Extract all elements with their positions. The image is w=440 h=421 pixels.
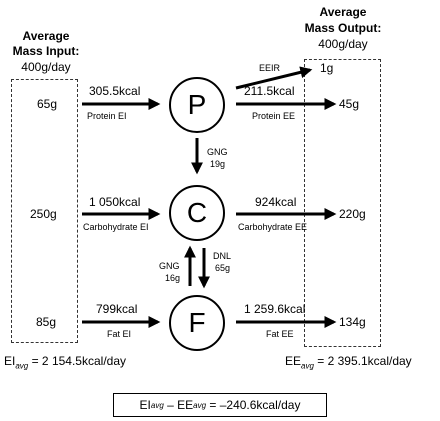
- fat-output-mass: 134g: [339, 315, 366, 329]
- carbohydrate-node: C: [169, 185, 225, 241]
- eeir-label: EEIR: [259, 63, 281, 73]
- fat-input-mass: 85g: [36, 315, 57, 329]
- output-amount: 400g/day: [318, 37, 368, 51]
- dnl-label: DNL: [213, 251, 232, 261]
- output-dashed-box: [304, 59, 381, 347]
- protein-node: P: [169, 77, 225, 133]
- carb-ee-label: Carbohydrate EE: [238, 222, 308, 232]
- eeir-output-mass: 1g: [320, 61, 334, 75]
- gng-p-to-c-value: 19g: [210, 159, 226, 169]
- ei-average-total: EIavg = 2 154.5kcal/day: [4, 354, 126, 371]
- protein-ei-label: Protein EI: [87, 111, 127, 121]
- gng-p-to-c-label: GNG: [207, 147, 228, 157]
- carb-ei-label: Carbohydrate EI: [83, 222, 149, 232]
- gng-f-to-c-label: GNG: [159, 261, 180, 271]
- fat-node: F: [169, 295, 225, 351]
- output-heading-line1: Average: [319, 5, 367, 19]
- input-heading-line1: Average: [22, 29, 70, 43]
- output-heading-line2: Mass Output:: [304, 21, 382, 35]
- gng-f-to-c-value: 16g: [165, 273, 181, 283]
- protein-ei-kcal: 305.5kcal: [89, 84, 141, 98]
- input-heading-line2: Mass Input:: [12, 44, 80, 58]
- protein-output-mass: 45g: [339, 97, 360, 111]
- ee-average-total: EEavg = 2 395.1kcal/day: [285, 354, 412, 371]
- input-dashed-box: [11, 79, 78, 343]
- input-amount: 400g/day: [21, 60, 71, 74]
- protein-input-mass: 65g: [37, 97, 58, 111]
- dnl-value: 65g: [215, 263, 231, 273]
- fat-ei-kcal: 799kcal: [96, 302, 138, 316]
- carb-ei-kcal: 1 050kcal: [89, 195, 141, 209]
- carb-output-mass: 220g: [339, 207, 366, 221]
- protein-ee-label: Protein EE: [252, 111, 296, 121]
- fat-ee-kcal: 1 259.6kcal: [244, 302, 306, 316]
- fat-ee-label: Fat EE: [266, 329, 294, 339]
- carb-ee-kcal: 924kcal: [255, 195, 297, 209]
- eeir-arrow: [235, 66, 313, 90]
- fat-ei-label: Fat EI: [107, 329, 132, 339]
- protein-ee-kcal: 211.5kcal: [244, 84, 295, 98]
- carb-input-mass: 250g: [30, 207, 57, 221]
